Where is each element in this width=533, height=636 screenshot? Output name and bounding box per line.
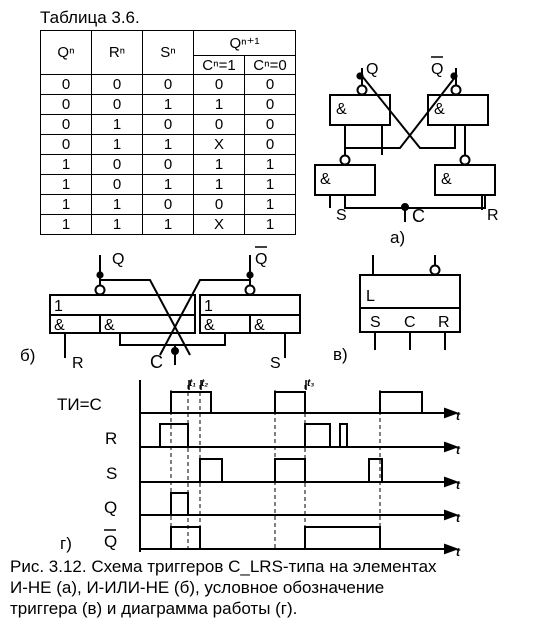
- tag-g: г): [60, 534, 72, 553]
- time-marker-t3: t₃: [307, 378, 314, 389]
- gate-label: &: [254, 317, 265, 334]
- signal-label-r: R: [105, 429, 117, 448]
- caption-line: И-НЕ (а), И-ИЛИ-НЕ (б), условное обознач…: [10, 578, 385, 597]
- caption-line: Рис. 3.12. Схема триггеров C_LRS-типа на…: [10, 557, 437, 576]
- inversion-bubble: [429, 264, 441, 276]
- inversion-bubble: [459, 154, 471, 166]
- signal-label-s: S: [106, 464, 117, 483]
- label-q: Q: [112, 251, 124, 268]
- header-r: Rⁿ: [91, 30, 143, 75]
- table-cell: 1: [244, 214, 296, 235]
- axis-label-t: t: [456, 443, 461, 457]
- gate-label: &: [441, 171, 452, 188]
- and-block-left: [49, 314, 196, 334]
- or-label: 1: [54, 298, 63, 315]
- inversion-bubble: [356, 84, 368, 96]
- diagram-v: [359, 255, 461, 350]
- label-q-bar: Q: [431, 61, 443, 78]
- header-s: Sⁿ: [142, 30, 194, 75]
- gate-label: &: [336, 101, 347, 118]
- table-cell: 1: [244, 194, 296, 215]
- inversion-bubble: [339, 154, 351, 166]
- table-cell: 1: [142, 214, 194, 235]
- signal-label-clock: ТИ=С: [57, 395, 102, 414]
- header-c0: Cⁿ=0: [244, 55, 296, 75]
- gate-label: &: [434, 101, 445, 118]
- diagram-a: [314, 68, 496, 222]
- label-q: Q: [366, 61, 378, 78]
- or-gate-left: [49, 294, 196, 316]
- or-label: 1: [204, 298, 213, 315]
- figure-caption: Рис. 3.12. Схема триггеров C_LRS-типа на…: [10, 556, 525, 619]
- gate-label: &: [54, 317, 65, 334]
- header-q: Qⁿ: [40, 30, 92, 75]
- gate-label: &: [320, 171, 331, 188]
- time-marker-t1: t₁: [189, 378, 196, 389]
- time-marker-t2: t₂: [201, 378, 208, 389]
- caption-line: триггера (в) и диаграмма работы (г).: [10, 599, 298, 618]
- or-gate-right: [199, 294, 301, 316]
- header-q-next: Qⁿ⁺¹: [193, 30, 296, 56]
- label-c: C: [412, 206, 425, 226]
- label-q-bar: Q: [255, 251, 267, 268]
- table-cell: 1: [91, 214, 143, 235]
- diagram-b: [49, 255, 301, 365]
- tag-b: б): [20, 346, 35, 365]
- axis-label-t: t: [456, 511, 461, 525]
- tag-v: в): [333, 345, 348, 364]
- label-c: C: [150, 352, 163, 372]
- timing-diagram: ТИ=С R S Q Q г) t₁ t₂ t₃ t t t t t: [57, 378, 461, 559]
- gate-label: &: [104, 317, 115, 334]
- table-cell: 0: [244, 94, 296, 115]
- table-title: Таблица 3.6.: [40, 8, 140, 27]
- axis-label-t: t: [456, 409, 461, 423]
- signal-label-q-bar: Q: [104, 532, 117, 551]
- label-s: S: [336, 207, 347, 224]
- inversion-bubble: [450, 84, 462, 96]
- label-r: R: [487, 207, 499, 224]
- axis-label-t: t: [456, 545, 461, 559]
- label-c: C: [404, 314, 416, 331]
- inversion-bubble: [94, 284, 106, 296]
- gate-label: &: [204, 317, 215, 334]
- label-r: R: [72, 355, 84, 372]
- label-s: S: [270, 355, 281, 372]
- signal-label-q: Q: [104, 498, 117, 517]
- tag-a: а): [390, 228, 405, 247]
- label-s: S: [370, 314, 381, 331]
- inversion-bubble: [244, 284, 256, 296]
- label-l: L: [366, 288, 375, 305]
- axis-label-t: t: [456, 478, 461, 492]
- label-r: R: [438, 314, 450, 331]
